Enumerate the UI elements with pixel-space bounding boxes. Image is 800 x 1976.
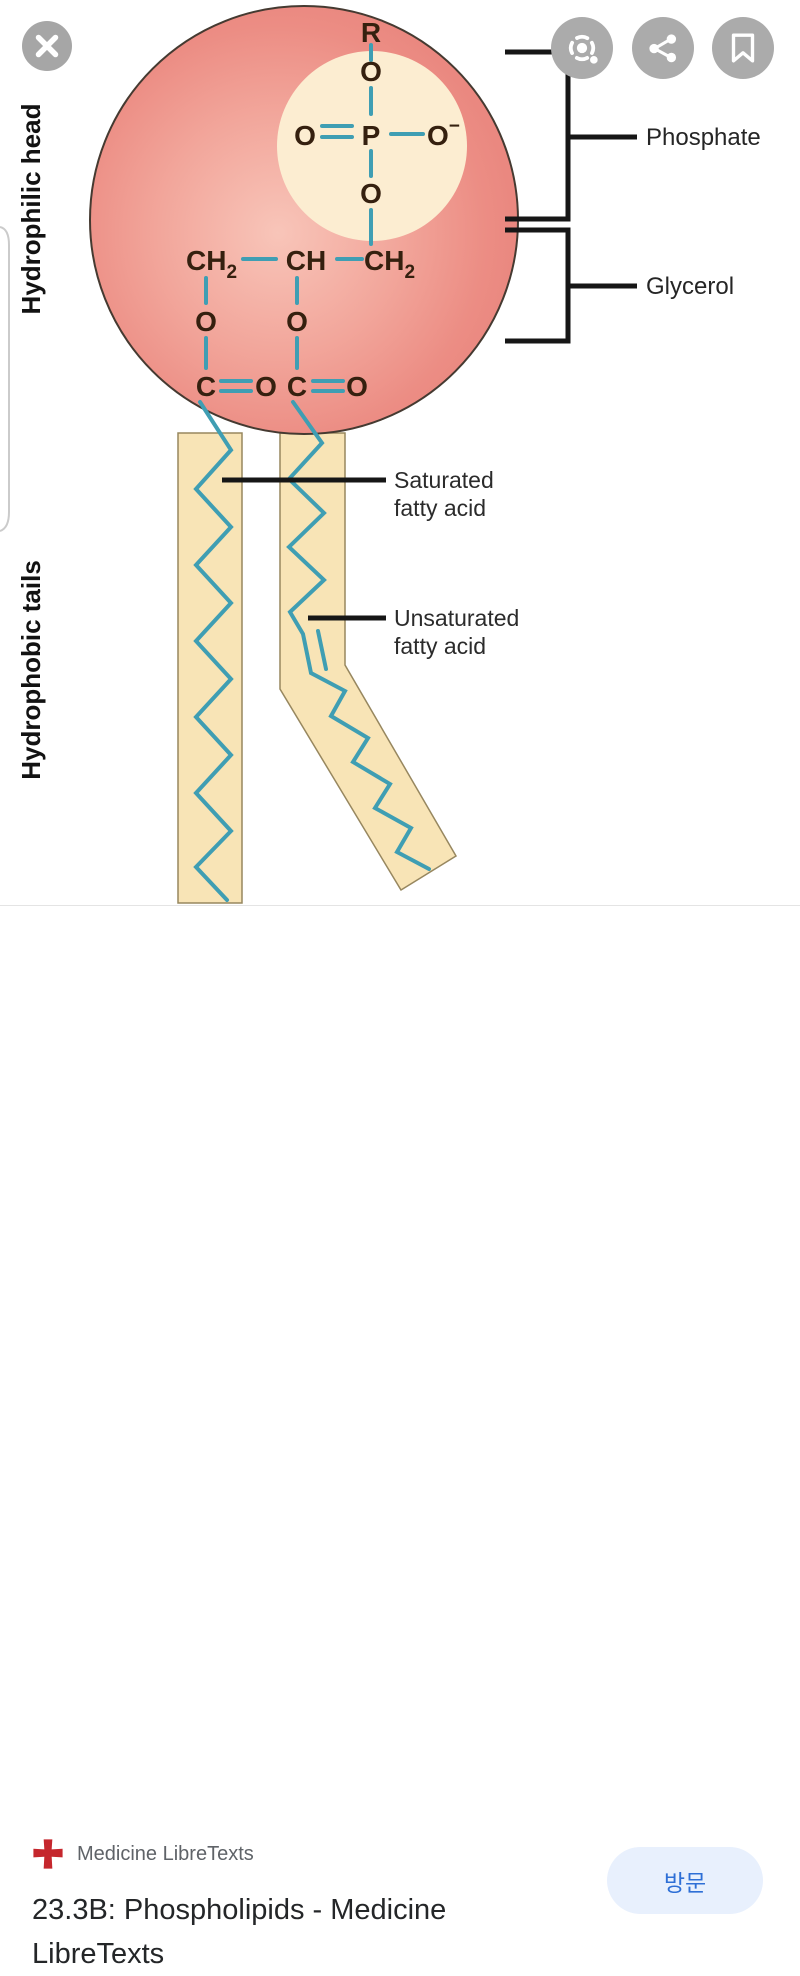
atom-c-center: C xyxy=(287,371,307,402)
atom-c-left: C xyxy=(196,371,216,402)
close-button[interactable] xyxy=(22,21,72,71)
atom-o-top: O xyxy=(360,56,382,87)
atom-o-bridge: O xyxy=(360,178,382,209)
bond-carbonyl-right xyxy=(311,379,345,393)
image-preview[interactable]: R O O P O− O CH2 CH CH2 O O C O C O Phos… xyxy=(0,0,800,905)
atom-ch2-right: CH2 xyxy=(364,245,415,283)
atom-ch2-right-main: CH xyxy=(364,245,404,276)
atom-ch-center: CH xyxy=(286,245,326,276)
atom-ch2-left: CH2 xyxy=(186,245,237,283)
callout-lines xyxy=(222,49,637,621)
cis-double-bond xyxy=(316,629,328,671)
unsaturated-tail-shape xyxy=(279,432,458,892)
visit-button[interactable]: 방문 xyxy=(607,1847,763,1914)
result-title-line2: LibreTexts xyxy=(32,1938,165,1970)
atom-o-minus-charge: − xyxy=(449,116,460,137)
google-lens-icon xyxy=(568,34,598,64)
atom-ch2-right-sub: 2 xyxy=(404,262,415,283)
atom-o-ester-center: O xyxy=(286,306,308,337)
atom-o-carbonyl-left: O xyxy=(255,371,277,402)
share-button[interactable] xyxy=(632,17,694,79)
phospholipid-diagram: R O O P O− O CH2 CH CH2 O O C O C O Phos… xyxy=(0,5,761,904)
bookmark-icon xyxy=(731,33,755,63)
saturated-chain-zigzag xyxy=(193,400,234,902)
hydrophobic-tails-label: Hydrophobic tails xyxy=(16,560,46,780)
source-row: Medicine LibreTexts xyxy=(32,1836,254,1872)
head-circle xyxy=(89,5,519,435)
bond-p-o-double xyxy=(320,124,354,139)
atom-o-minus-base: O xyxy=(427,120,449,151)
bond-o-c xyxy=(204,336,299,370)
saturated-tail-shape xyxy=(177,432,243,904)
bond-ch-o xyxy=(204,276,299,305)
glycerol-label: Glycerol xyxy=(646,273,734,300)
formula-atoms: R O O P O− O CH2 CH CH2 O O C O C O xyxy=(186,17,460,402)
source-name: Medicine LibreTexts xyxy=(77,1842,254,1865)
atom-o-double: O xyxy=(294,120,316,151)
close-icon xyxy=(35,34,59,58)
atom-r: R xyxy=(361,17,381,48)
saturated-label-line1: Saturated xyxy=(394,467,494,493)
bond-carbonyl-left xyxy=(219,379,253,393)
unsaturated-chain-zigzag xyxy=(286,400,431,871)
bond-lines xyxy=(193,43,431,902)
atom-o-minus: O− xyxy=(427,116,460,151)
left-edge-bracket xyxy=(0,226,10,532)
unsaturated-label-line1: Unsaturated xyxy=(394,605,519,631)
hydrophilic-head-label: Hydrophilic head xyxy=(16,104,46,315)
result-title[interactable]: 23.3B: Phospholipids - Medicine LibreTex… xyxy=(32,1888,532,1976)
phosphate-label: Phosphate xyxy=(646,124,761,151)
result-title-line1: 23.3B: Phospholipids - Medicine xyxy=(32,1894,447,1926)
atom-ch2-left-sub: 2 xyxy=(226,262,237,283)
atom-o-carbonyl-center: O xyxy=(346,371,368,402)
medicine-libretexts-favicon xyxy=(33,1839,63,1869)
atom-o-ester-left: O xyxy=(195,306,217,337)
result-card: Medicine LibreTexts 23.3B: Phospholipids… xyxy=(0,905,800,1970)
atom-p: P xyxy=(362,120,381,151)
atom-ch2-left-main: CH xyxy=(186,245,226,276)
saturated-label-line2: fatty acid xyxy=(394,495,486,521)
unsaturated-label-line2: fatty acid xyxy=(394,633,486,659)
phosphate-group-circle xyxy=(277,51,467,241)
bookmark-button[interactable] xyxy=(712,17,774,79)
share-icon xyxy=(649,34,677,63)
google-lens-button[interactable] xyxy=(551,17,613,79)
